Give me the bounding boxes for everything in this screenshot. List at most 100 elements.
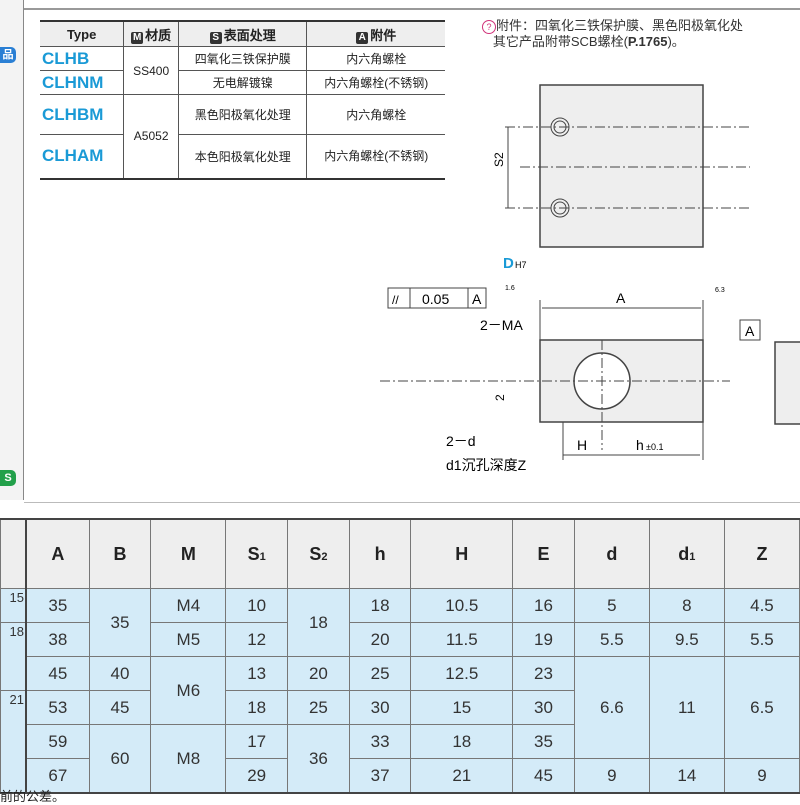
cell-m: M8 — [150, 724, 227, 794]
cell-b: 40 — [88, 656, 152, 691]
cell-z: 5.5 — [723, 622, 800, 657]
left-cell: 18 — [0, 622, 27, 691]
left-cell: 15 — [0, 588, 27, 623]
cell-h: 18 — [348, 588, 412, 623]
s-badge: S — [0, 470, 16, 486]
header-d: d — [573, 518, 650, 589]
tolerance-value: 0.05 — [422, 291, 449, 307]
cell-a: 53 — [25, 690, 90, 725]
cell-d1: 9.5 — [648, 622, 725, 657]
parallel-symbol: // — [392, 293, 399, 307]
cell-s2: 25 — [287, 690, 350, 725]
cell-h: 30 — [348, 690, 412, 725]
cell-b: 45 — [88, 690, 152, 725]
surface-cell: 四氧化三铁保护膜 — [177, 46, 308, 71]
cell-h: 33 — [348, 724, 412, 759]
dim-2: 2 — [493, 394, 507, 401]
cell-d: 5.5 — [573, 622, 650, 657]
cell-h: 10.5 — [410, 588, 514, 623]
cell-a: 67 — [25, 758, 90, 794]
cell-d1: 8 — [648, 588, 725, 623]
header-e: E — [512, 518, 575, 589]
cell-b: 60 — [88, 724, 152, 794]
dim-H: H — [577, 437, 587, 453]
header-d1: d1 — [648, 518, 725, 589]
cell-s2: 20 — [287, 656, 350, 691]
header-s2: S2 — [287, 518, 350, 589]
header-a: A — [25, 518, 90, 589]
surface-cell: 黑色阳极氧化处理 — [177, 94, 308, 135]
cell-a: 59 — [25, 724, 90, 759]
cell-h: 15 — [410, 690, 514, 725]
dim-a: A — [616, 290, 626, 306]
sidebar: 品 S — [0, 0, 24, 500]
header-b: B — [88, 518, 152, 589]
surface-cell: 本色阳极氧化处理 — [177, 134, 308, 179]
cell-b: 35 — [88, 588, 152, 657]
material-cell: A5052 — [123, 94, 179, 179]
type-link[interactable]: CLHB — [40, 46, 125, 71]
page-ref-link[interactable]: P.1765 — [627, 34, 668, 49]
cell-h: 21 — [410, 758, 514, 794]
hint-icon: ? — [482, 20, 496, 34]
cell-m: M5 — [150, 622, 227, 657]
label-d: D — [503, 255, 514, 272]
label-s2: S2 — [492, 152, 506, 167]
type-link[interactable]: CLHAM — [40, 134, 125, 179]
accessory-cell: 内六角螺栓(不锈钢) — [306, 134, 445, 179]
cell-e: 19 — [512, 622, 575, 657]
cell-a: 35 — [25, 588, 90, 623]
header-h: H — [410, 518, 514, 589]
datum-ref: A — [472, 291, 482, 307]
cell-h: 18 — [410, 724, 514, 759]
label-counterbore: d1沉孔深度Z — [446, 457, 527, 473]
type-link[interactable]: CLHBM — [40, 94, 125, 135]
footer-note: 前的公差。 — [0, 789, 66, 804]
left-cell: 21 — [0, 690, 27, 794]
roughness-2: 6.3 — [715, 287, 725, 294]
cell-e: 35 — [512, 724, 575, 759]
cell-s1: 12 — [225, 622, 289, 657]
cell-m: M4 — [150, 588, 227, 623]
cell-s1: 13 — [225, 656, 289, 691]
technical-drawing: S2 D H7 // 0.05 A A A 2－MA 1.6 6.3 2 2－d… — [380, 84, 800, 473]
cell-s1: 29 — [225, 758, 289, 794]
cell-s1: 10 — [225, 588, 289, 623]
material-cell: SS400 — [123, 46, 179, 95]
cell-d1: 11 — [648, 656, 725, 759]
roughness-1: 1.6 — [505, 285, 515, 292]
cell-h: 12.5 — [410, 656, 514, 691]
cell-d: 6.6 — [573, 656, 650, 759]
header-m: M — [150, 518, 227, 589]
cell-a: 38 — [25, 622, 90, 657]
header-z: Z — [723, 518, 800, 589]
table-row: CLHAM 本色阳极氧化处理内六角螺栓(不锈钢) — [40, 134, 445, 179]
cell-h: 37 — [348, 758, 412, 794]
cell-s1: 17 — [225, 724, 289, 759]
cell-s2: 18 — [287, 588, 350, 657]
surface-cell: 无电解镀镍 — [177, 70, 308, 95]
datum-label: A — [745, 323, 755, 339]
cell-e: 30 — [512, 690, 575, 725]
header-type: Type — [40, 21, 125, 47]
type-link[interactable]: CLHNM — [40, 70, 125, 95]
cell-z: 6.5 — [723, 656, 800, 759]
cell-e: 23 — [512, 656, 575, 691]
cell-h: 11.5 — [410, 622, 514, 657]
cell-d1: 14 — [648, 758, 725, 794]
label-d-tol: H7 — [515, 260, 527, 270]
spec-panel — [24, 8, 800, 503]
cell-m: M6 — [150, 656, 227, 725]
cell-e: 45 — [512, 758, 575, 794]
